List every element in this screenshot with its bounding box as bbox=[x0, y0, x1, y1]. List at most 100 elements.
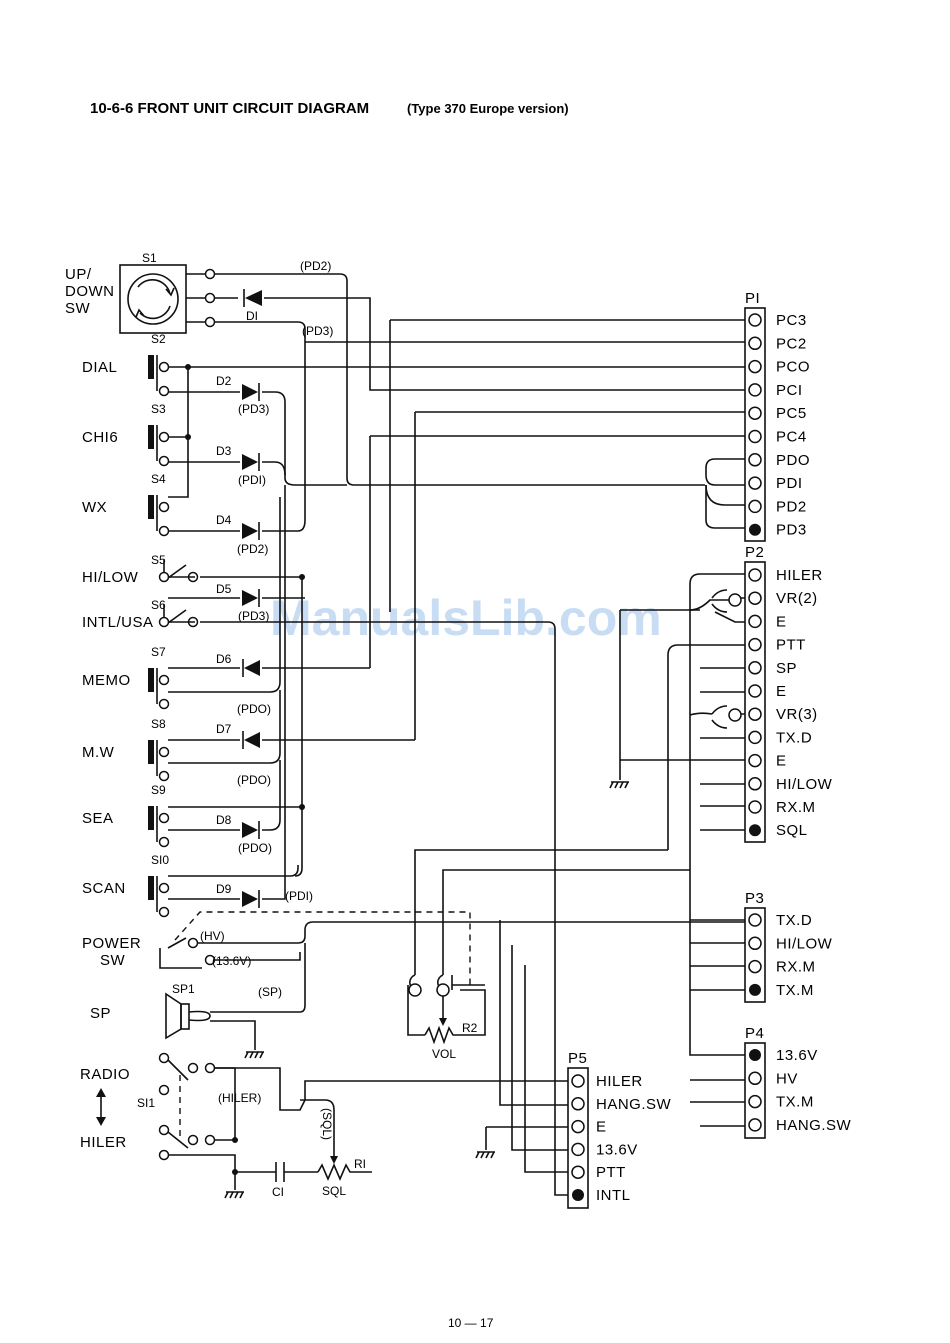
p2-pin-4 bbox=[748, 637, 762, 652]
p1-pin-10 bbox=[749, 523, 761, 536]
svg-text:DI: DI bbox=[246, 309, 258, 323]
diode-d3-net: (PDI) bbox=[238, 473, 266, 487]
p2-pin-5 bbox=[748, 661, 762, 675]
switch-s8: M.W S8 bbox=[82, 717, 170, 782]
svg-text:R2: R2 bbox=[462, 1021, 478, 1035]
diode-d8: D8(PDO) bbox=[216, 813, 272, 855]
s6-ref: S6 bbox=[151, 598, 166, 612]
diode-d6-ref: D6 bbox=[216, 652, 232, 666]
p5-pin-label-1: HILER bbox=[596, 1073, 643, 1090]
p2-pin-label-8: TX.D bbox=[776, 729, 812, 746]
p5-pin-label-3: E bbox=[596, 1119, 607, 1136]
p1-pin-6 bbox=[748, 429, 762, 444]
p3-pin-4 bbox=[749, 983, 761, 996]
p2-pin-label-6: E bbox=[776, 683, 787, 700]
p3-pin-label-4: TX.M bbox=[776, 982, 814, 999]
connector-p3: P3 bbox=[744, 890, 766, 1003]
p2-pin-12 bbox=[749, 824, 761, 837]
s9-label: SEA bbox=[82, 810, 114, 827]
svg-text:SQL: SQL bbox=[322, 1184, 346, 1198]
p2-pin-3 bbox=[748, 614, 762, 629]
p2-pin-10 bbox=[748, 777, 762, 791]
p1-pin-label-9: PD2 bbox=[776, 498, 807, 515]
diode-d4-ref: D4 bbox=[216, 513, 232, 527]
p1-pin-2 bbox=[748, 336, 762, 351]
svg-text:RI: RI bbox=[354, 1157, 366, 1171]
p3-pin-label-1: TX.D bbox=[776, 912, 812, 929]
p2-pin-label-7: VR(3) bbox=[776, 706, 818, 723]
diode-d9-net: (PDI) bbox=[285, 889, 313, 903]
p2-pin-label-10: HI/LOW bbox=[776, 776, 833, 793]
s1-rotary-switch: S1 bbox=[119, 251, 187, 334]
s2-ref: S2 bbox=[151, 332, 166, 346]
p5-pin-3 bbox=[571, 1119, 585, 1134]
p1-pin-label-6: PC4 bbox=[776, 429, 807, 446]
power-switch: POWER SW (HV) (13.6V) bbox=[82, 929, 251, 969]
ground-symbols bbox=[224, 781, 629, 1199]
s3-label: CHI6 bbox=[82, 429, 118, 446]
p5-pin-label-2: HANG.SW bbox=[596, 1096, 672, 1113]
ground-icon bbox=[224, 1191, 244, 1199]
p2-pin-8 bbox=[748, 730, 762, 745]
p1-pin-label-10: PD3 bbox=[776, 522, 807, 539]
switch-s3: CHI6 S3 bbox=[82, 402, 170, 467]
connector-p1: PI bbox=[744, 290, 766, 542]
s1-ref: S1 bbox=[142, 251, 157, 265]
p3-pin-2 bbox=[748, 936, 762, 951]
p5-pin-label-4: 13.6V bbox=[596, 1141, 638, 1158]
svg-text:(HV): (HV) bbox=[200, 929, 225, 943]
s5-ref: S5 bbox=[151, 553, 166, 567]
p1-pin-5 bbox=[748, 406, 762, 420]
ground-icon bbox=[609, 781, 629, 789]
s8-ref: S8 bbox=[151, 717, 166, 731]
page-number: 10 — 17 bbox=[448, 1316, 494, 1330]
p2-pin-2 bbox=[748, 591, 762, 605]
diode-d1: DI bbox=[243, 289, 262, 323]
svg-text:(SP): (SP) bbox=[258, 985, 282, 999]
volume-r2: R2 VOL bbox=[407, 849, 690, 1061]
p4-pin-1 bbox=[749, 1049, 761, 1061]
p1-pin-1 bbox=[748, 313, 762, 327]
diode-d4-net: (PD2) bbox=[237, 542, 268, 556]
p2-pin-label-9: E bbox=[776, 753, 787, 770]
svg-text:VOL: VOL bbox=[432, 1047, 456, 1061]
s10-label: SCAN bbox=[82, 880, 126, 897]
p1-pin-7 bbox=[748, 453, 762, 467]
connector-p5: P5 bbox=[567, 1050, 589, 1209]
p4-pin-label-1: 13.6V bbox=[776, 1047, 818, 1064]
p3-pin-1 bbox=[748, 913, 762, 927]
switch-s5: HI/LOW S5 bbox=[82, 553, 199, 586]
p4-pin-label-2: HV bbox=[776, 1070, 798, 1087]
svg-text:SP: SP bbox=[90, 1005, 111, 1022]
p2-pin-1 bbox=[748, 568, 762, 582]
p2-pin-11 bbox=[748, 800, 762, 814]
s4-label: WX bbox=[82, 499, 107, 516]
s5-label: HI/LOW bbox=[82, 569, 139, 586]
net-label-pd2: (PD2) bbox=[300, 259, 331, 273]
p1-pin-3 bbox=[748, 359, 762, 374]
s6-label: INTL/USA bbox=[82, 614, 154, 631]
s3-ref: S3 bbox=[151, 402, 166, 416]
p2-pin-label-5: SP bbox=[776, 660, 797, 677]
p2-pin-6 bbox=[748, 684, 762, 698]
diode-d5-net: (PD3) bbox=[238, 609, 269, 623]
p5-pin-1 bbox=[571, 1074, 585, 1088]
diode-d9-ref: D9 bbox=[216, 882, 232, 896]
diode-d7: D7(PDO) bbox=[216, 722, 271, 787]
p2-pin-label-12: SQL bbox=[776, 822, 808, 839]
diode-d3-ref: D3 bbox=[216, 444, 232, 458]
s8-label: M.W bbox=[82, 744, 115, 761]
s1-label-line3: SW bbox=[65, 300, 91, 317]
p1-pin-label-4: PCI bbox=[776, 382, 803, 399]
p1-pin-label-3: PCO bbox=[776, 359, 810, 376]
diode-d7-net: (PDO) bbox=[237, 773, 271, 787]
p2-pin-7 bbox=[748, 707, 762, 721]
p1-pin-8 bbox=[748, 476, 762, 490]
p1-pin-label-8: PDI bbox=[776, 475, 803, 492]
